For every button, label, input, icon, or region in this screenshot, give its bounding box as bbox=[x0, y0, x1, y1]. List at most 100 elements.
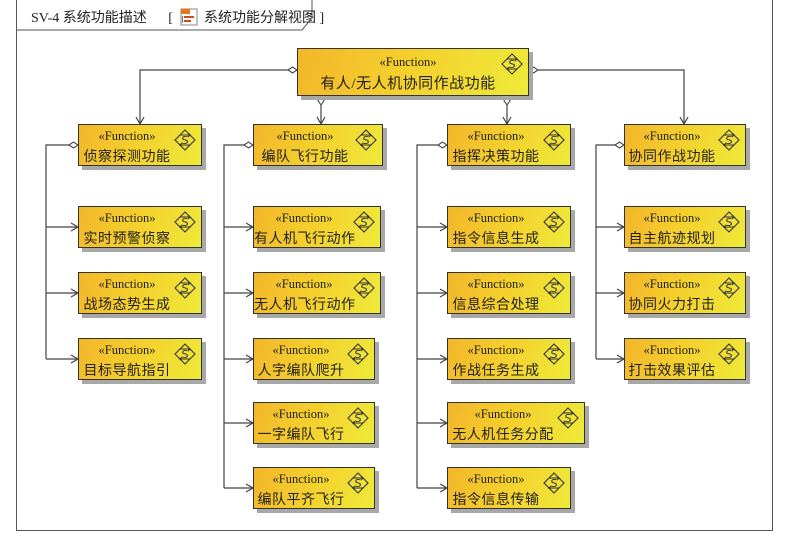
function-sync-icon: S bbox=[543, 129, 565, 151]
child-function-box[interactable]: «Function» 指令信息生成 S bbox=[447, 206, 571, 248]
spine-connector-0 bbox=[45, 144, 69, 359]
child-function-box[interactable]: «Function» 无人机任务分配 S bbox=[447, 402, 585, 444]
diagram-title: SV-4 系统功能描述 [ 系统功能分解视图 ] bbox=[31, 7, 324, 27]
stereotype-label: «Function» bbox=[474, 407, 532, 421]
stereotype-label: «Function» bbox=[467, 211, 525, 225]
svg-text:S: S bbox=[551, 477, 558, 490]
child-function-box[interactable]: «Function» 人字编队爬升 S bbox=[253, 338, 375, 380]
svg-text:S: S bbox=[726, 134, 733, 147]
function-sync-icon: S bbox=[347, 407, 369, 429]
function-sync-icon: S bbox=[347, 472, 369, 494]
branch-function-box-1[interactable]: «Function» 编队飞行功能 S bbox=[253, 124, 383, 166]
diagram-tree-icon bbox=[180, 8, 198, 26]
svg-text:S: S bbox=[551, 216, 558, 229]
function-sync-icon: S bbox=[718, 129, 740, 151]
function-sync-icon: S bbox=[347, 343, 369, 365]
connector-root-branch-0 bbox=[139, 69, 288, 124]
svg-text:S: S bbox=[565, 412, 572, 425]
bracket-close: ] bbox=[319, 11, 325, 26]
stereotype-label: «Function» bbox=[276, 129, 334, 143]
child-function-box[interactable]: «Function»协同火力打击 S bbox=[624, 272, 746, 314]
composition-diamond bbox=[614, 141, 625, 149]
stereotype-label: «Function» bbox=[467, 472, 525, 486]
child-function-box[interactable]: «Function» 信息综合处理 S bbox=[447, 272, 571, 314]
child-function-box[interactable]: «Function»作战任务生成 S bbox=[447, 338, 571, 380]
diagram-name[interactable]: 系统功能分解视图 bbox=[203, 11, 316, 26]
child-function-box[interactable]: «Function» 编队平齐飞行 S bbox=[253, 467, 375, 509]
child-function-box[interactable]: «Function» 有人机飞行动作 S bbox=[253, 206, 381, 248]
svg-text:S: S bbox=[182, 134, 189, 147]
function-sync-icon: S bbox=[718, 343, 740, 365]
branch-function-box-0[interactable]: «Function»侦察探测功能 S bbox=[78, 124, 202, 166]
function-name: 自主航迹规划 bbox=[628, 232, 716, 247]
function-name: 指挥决策功能 bbox=[452, 150, 540, 165]
function-name: 协同火力打击 bbox=[628, 298, 716, 313]
svg-text:S: S bbox=[363, 134, 370, 147]
stereotype-label: «Function» bbox=[272, 343, 330, 357]
function-name: 有人机飞行动作 bbox=[254, 232, 356, 247]
function-name: 有人/无人机协同作战功能 bbox=[320, 76, 496, 92]
function-name: 编队平齐飞行 bbox=[257, 493, 345, 508]
stereotype-label: «Function» bbox=[98, 277, 156, 291]
function-name: 战场态势生成 bbox=[83, 298, 171, 313]
function-name: 一字编队飞行 bbox=[257, 428, 345, 443]
stereotype-label: «Function» bbox=[643, 211, 701, 225]
function-name: 目标导航指引 bbox=[83, 364, 171, 379]
function-sync-icon: S bbox=[718, 277, 740, 299]
composition-diamond bbox=[243, 141, 254, 149]
function-sync-icon: S bbox=[353, 211, 375, 233]
child-function-box[interactable]: «Function»一字编队飞行 S bbox=[253, 402, 375, 444]
function-name: 指令信息生成 bbox=[452, 232, 540, 247]
function-name: 指令信息传输 bbox=[452, 493, 540, 508]
spine-connector-1 bbox=[223, 144, 244, 488]
function-name: 协同作战功能 bbox=[628, 150, 716, 165]
branch-function-box-3[interactable]: «Function»协同作战功能 S bbox=[624, 124, 746, 166]
svg-text:S: S bbox=[182, 216, 189, 229]
function-name: 人字编队爬升 bbox=[257, 364, 345, 379]
child-function-box[interactable]: «Function» 战场态势生成 S bbox=[78, 272, 202, 314]
function-sync-icon: S bbox=[543, 211, 565, 233]
title-tab-outline bbox=[17, 0, 313, 31]
child-function-box[interactable]: «Function»实时预警侦察 S bbox=[78, 206, 202, 248]
function-name: 作战任务生成 bbox=[452, 364, 540, 379]
child-function-box[interactable]: «Function»自主航迹规划 S bbox=[624, 206, 746, 248]
svg-text:S: S bbox=[182, 282, 189, 295]
stereotype-label: «Function» bbox=[272, 472, 330, 486]
function-name: 无人机飞行动作 bbox=[254, 298, 356, 313]
stereotype-label: «Function» bbox=[467, 343, 525, 357]
child-function-box[interactable]: «Function» 指令信息传输 S bbox=[447, 467, 571, 509]
root-function-box[interactable]: «Function» 有人/无人机协同作战功能 S bbox=[297, 48, 529, 96]
function-sync-icon: S bbox=[174, 277, 196, 299]
svg-text:S: S bbox=[726, 348, 733, 361]
diagram-title-label: SV-4 系统功能描述 bbox=[31, 11, 147, 26]
stereotype-label: «Function» bbox=[467, 277, 525, 291]
composition-diamond bbox=[503, 95, 511, 106]
connector-root-branch-3 bbox=[538, 69, 685, 124]
diagram-frame bbox=[16, 0, 773, 531]
svg-text:S: S bbox=[361, 216, 368, 229]
function-sync-icon: S bbox=[501, 53, 523, 75]
stereotype-label: «Function» bbox=[643, 343, 701, 357]
composition-diamond bbox=[528, 66, 539, 74]
function-sync-icon: S bbox=[174, 129, 196, 151]
svg-text:S: S bbox=[509, 58, 516, 71]
child-function-box[interactable]: «Function»无人机飞行动作 S bbox=[253, 272, 381, 314]
child-function-box[interactable]: «Function»打击效果评估 S bbox=[624, 338, 746, 380]
spine-connector-2 bbox=[416, 144, 438, 488]
function-sync-icon: S bbox=[557, 407, 579, 429]
function-name: 信息综合处理 bbox=[452, 298, 540, 313]
stereotype-label: «Function» bbox=[98, 343, 156, 357]
function-sync-icon: S bbox=[543, 277, 565, 299]
function-sync-icon: S bbox=[355, 129, 377, 151]
child-function-box[interactable]: «Function»目标导航指引 S bbox=[78, 338, 202, 380]
stereotype-label: «Function» bbox=[275, 277, 333, 291]
stereotype-label: «Function» bbox=[275, 211, 333, 225]
function-sync-icon: S bbox=[174, 211, 196, 233]
svg-text:S: S bbox=[355, 412, 362, 425]
svg-text:S: S bbox=[551, 134, 558, 147]
function-name: 编队飞行功能 bbox=[261, 150, 349, 165]
function-name: 侦察探测功能 bbox=[83, 150, 171, 165]
stereotype-label: «Function» bbox=[379, 55, 437, 69]
function-name: 无人机任务分配 bbox=[452, 428, 554, 443]
branch-function-box-2[interactable]: «Function»指挥决策功能 S bbox=[447, 124, 571, 166]
